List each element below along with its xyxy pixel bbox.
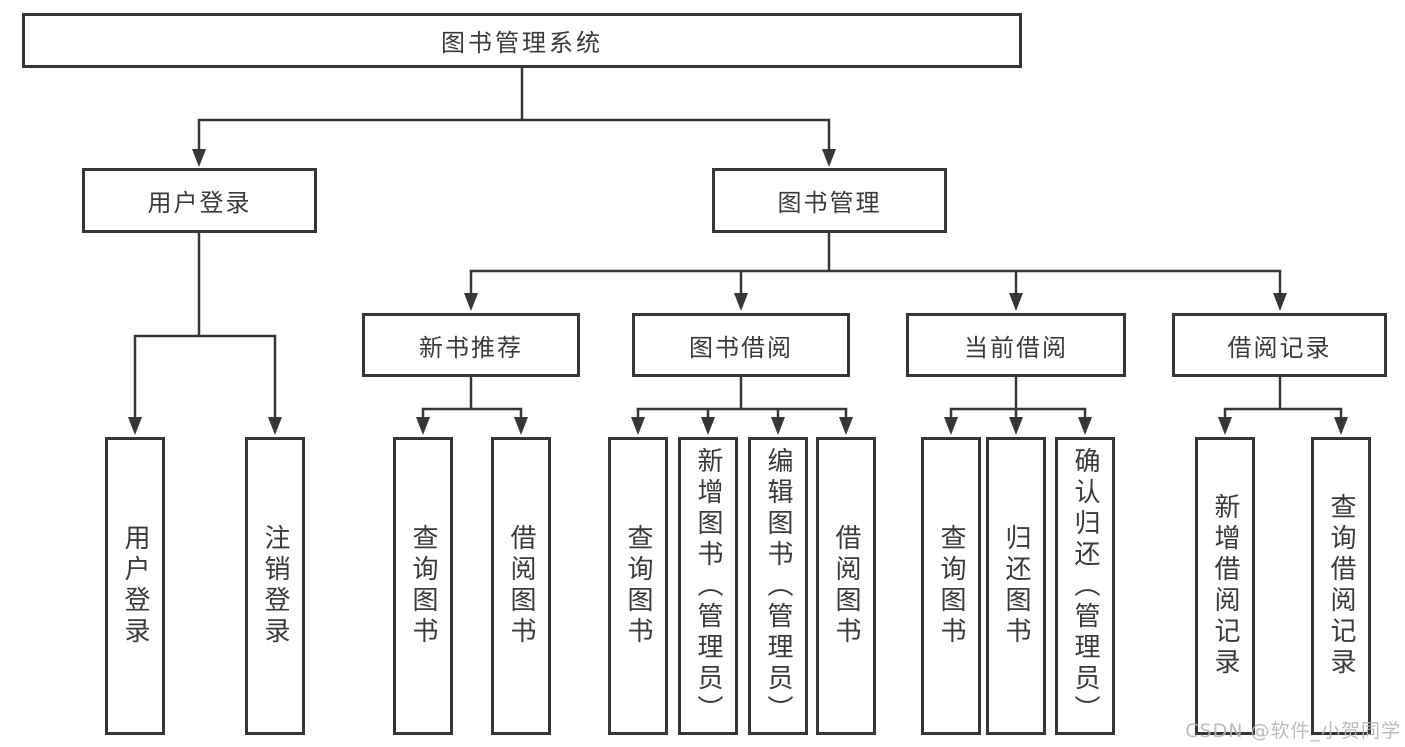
node-current-borrowing: 当前借阅	[906, 313, 1126, 377]
arrow-down-icon	[1078, 417, 1092, 435]
node-label: 归还图书	[1001, 524, 1031, 648]
node-label: 图书管理系统	[441, 29, 603, 57]
node-label: 注销登录	[260, 524, 290, 648]
node-book-borrowing: 图书借阅	[632, 313, 850, 377]
leaf-user-login: 用户登录	[105, 437, 165, 735]
arrow-down-icon	[464, 293, 478, 311]
leaf-borrow-books-recommend: 借阅图书	[491, 437, 551, 735]
leaf-confirm-return-admin: 确认归还（管理员）	[1055, 437, 1115, 735]
node-label: 新书推荐	[419, 333, 523, 362]
arrow-down-icon	[944, 417, 958, 435]
node-label: 确认归还（管理员）	[1070, 446, 1100, 726]
node-label: 图书管理	[777, 189, 882, 217]
leaf-edit-books-admin: 编辑图书（管理员）	[748, 437, 808, 735]
arrow-down-icon	[839, 417, 853, 435]
node-label: 借阅记录	[1227, 333, 1332, 362]
node-library-management-system: 图书管理系统	[22, 13, 1022, 68]
node-borrowing-records: 借阅记录	[1172, 313, 1387, 377]
node-label: 借阅图书	[506, 524, 536, 648]
arrow-down-icon	[1273, 293, 1287, 311]
node-user-login: 用户登录	[82, 168, 317, 233]
node-label: 编辑图书（管理员）	[763, 446, 793, 726]
arrow-down-icon	[1218, 417, 1232, 435]
node-label: 图书借阅	[689, 333, 793, 362]
leaf-return-books: 归还图书	[986, 437, 1046, 735]
connector-group-root	[133, 68, 1343, 418]
arrow-down-icon	[514, 417, 528, 435]
arrowheads	[128, 149, 1348, 435]
leaf-add-borrow-record: 新增借阅记录	[1195, 437, 1255, 735]
node-label: 用户登录	[120, 524, 150, 648]
arrow-down-icon	[631, 417, 645, 435]
node-label: 借阅图书	[831, 524, 861, 648]
leaf-search-books-borrowing: 查询图书	[608, 437, 668, 735]
node-label: 新增图书（管理员）	[693, 446, 723, 726]
csdn-watermark: CSDN @软件_小贺同学	[1185, 720, 1401, 742]
leaf-add-books-admin: 新增图书（管理员）	[678, 437, 738, 735]
node-label: 用户登录	[147, 189, 252, 217]
arrow-down-icon	[822, 149, 836, 167]
arrow-down-icon	[771, 417, 785, 435]
node-label: 查询图书	[408, 524, 438, 648]
node-label: 新增借阅记录	[1210, 493, 1240, 679]
node-label: 查询图书	[936, 524, 966, 648]
arrow-down-icon	[701, 417, 715, 435]
arrow-down-icon	[1009, 293, 1023, 311]
arrow-down-icon	[1009, 417, 1023, 435]
node-book-management: 图书管理	[712, 168, 947, 233]
leaf-search-borrow-record: 查询借阅记录	[1311, 437, 1371, 735]
node-label: 查询图书	[623, 524, 653, 648]
node-new-book-recommendation: 新书推荐	[362, 313, 580, 377]
leaf-search-books-current: 查询图书	[921, 437, 981, 735]
leaf-search-books-recommend: 查询图书	[393, 437, 453, 735]
node-label: 当前借阅	[964, 333, 1068, 362]
leaf-borrow-books: 借阅图书	[816, 437, 876, 735]
arrow-down-icon	[192, 149, 206, 167]
arrow-down-icon	[1334, 417, 1348, 435]
arrow-down-icon	[128, 417, 142, 435]
arrow-down-icon	[268, 417, 282, 435]
node-label: 查询借阅记录	[1326, 493, 1356, 679]
leaf-logout: 注销登录	[245, 437, 305, 735]
arrow-down-icon	[734, 293, 748, 311]
arrow-down-icon	[416, 417, 430, 435]
